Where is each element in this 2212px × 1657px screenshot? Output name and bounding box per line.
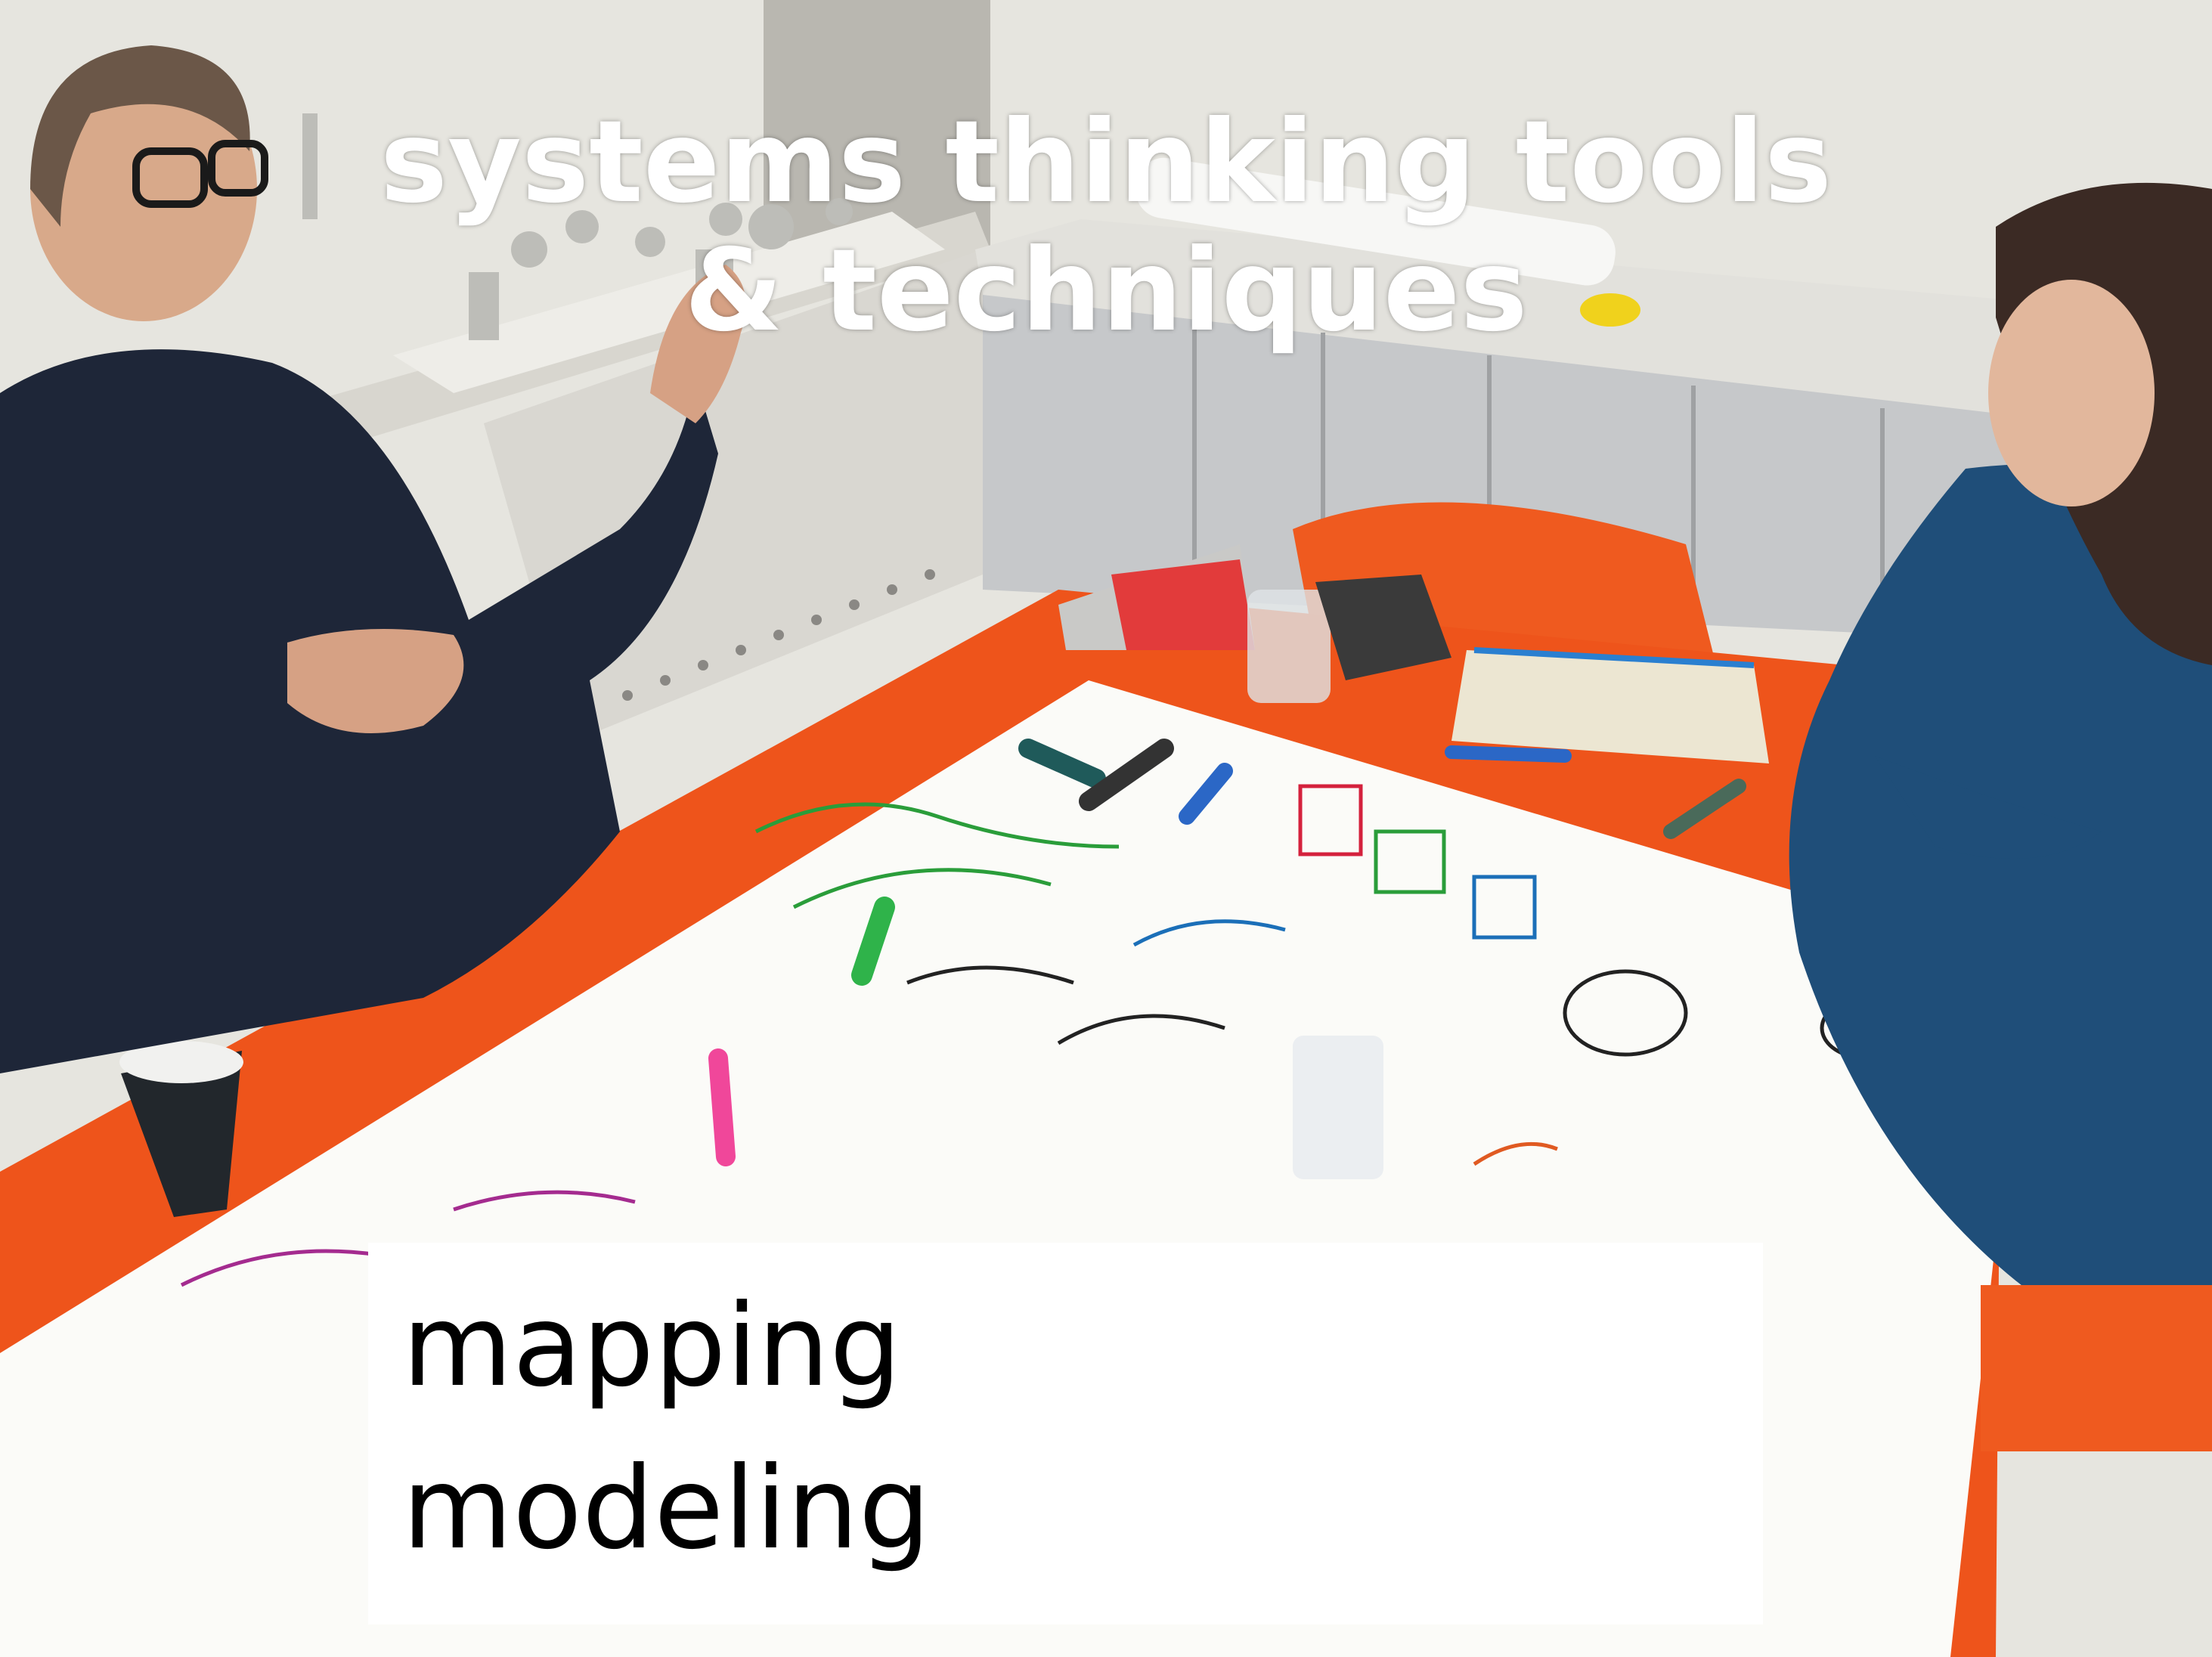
- concrete-column: [764, 0, 990, 249]
- coffee-cup: [121, 1051, 242, 1217]
- right-chair-seat: [1981, 1285, 2212, 1451]
- man-hair: [30, 45, 250, 227]
- glass: [1247, 590, 1331, 703]
- woman-face: [1988, 280, 2155, 506]
- caption-box: mapping modeling: [368, 1243, 1763, 1624]
- man-glasses: [132, 140, 268, 208]
- striped-pouch: [1315, 575, 1451, 680]
- model-board: [393, 212, 945, 393]
- red-notebook: [1111, 559, 1255, 650]
- cabinet-holes: [622, 569, 935, 701]
- counter-top: [975, 219, 2212, 438]
- woman-body: [1789, 463, 2212, 1301]
- slide-title: systems thinking tools & techniques: [0, 98, 2212, 355]
- pouch-zipper: [1473, 647, 1755, 668]
- caption-item-modeling: modeling: [402, 1443, 931, 1575]
- marker-cup: [1293, 1036, 1383, 1179]
- tape-roll: [1580, 293, 1640, 327]
- slide-title-line-2: & techniques: [684, 225, 1528, 357]
- markers: [708, 739, 1746, 1166]
- canvas-pouch: [1451, 650, 1769, 763]
- woman-arms: [1875, 756, 2102, 859]
- man-hand-belly: [287, 629, 464, 733]
- man-hand-raised: [650, 265, 746, 423]
- caption-item-mapping: mapping: [402, 1281, 902, 1412]
- paper-roll: [1135, 157, 1616, 286]
- man-head: [30, 57, 257, 321]
- slide-title-line-1: systems thinking tools: [380, 97, 1832, 228]
